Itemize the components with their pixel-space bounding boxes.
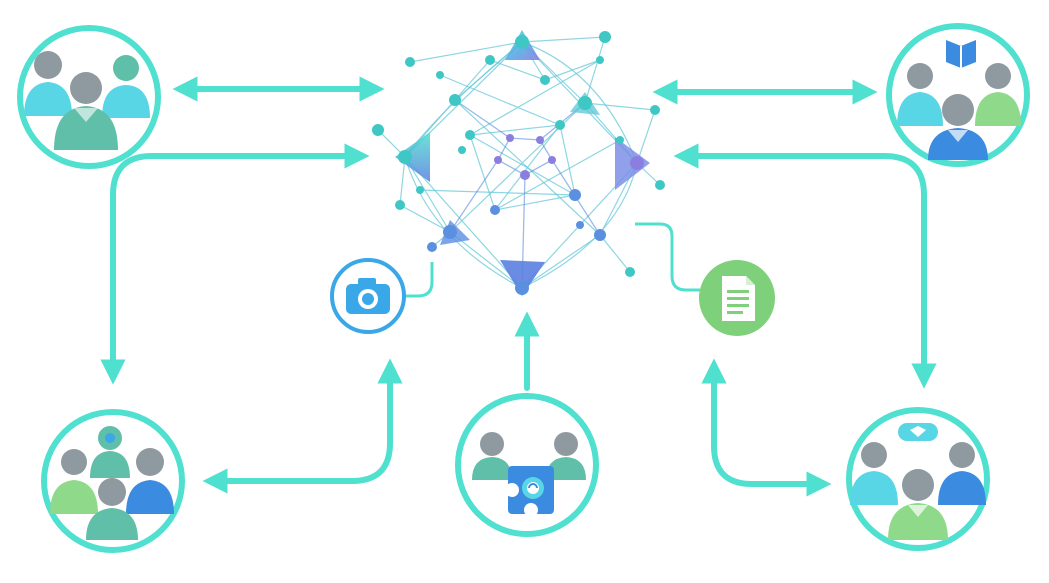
arrow-hub-bottom-right bbox=[673, 143, 937, 389]
group-top-right bbox=[886, 23, 1030, 167]
user-group-with-presentation-icon bbox=[850, 423, 986, 540]
group-bottom-left bbox=[41, 409, 185, 553]
group-bottom-center bbox=[455, 393, 599, 537]
camera-icon bbox=[346, 278, 390, 314]
camera-badge bbox=[330, 258, 406, 334]
group-top-left bbox=[17, 25, 161, 169]
document-badge bbox=[699, 260, 775, 336]
group-bottom-right bbox=[846, 407, 990, 551]
arrow-hub-bottom-left bbox=[100, 143, 370, 385]
document-icon bbox=[722, 276, 755, 321]
media-connectors bbox=[405, 222, 700, 298]
arrow-bottom-right-document bbox=[701, 358, 832, 497]
user-group-icon bbox=[24, 51, 150, 150]
arrow-bottom-left-camera bbox=[202, 358, 403, 494]
user-group-with-book-icon bbox=[897, 40, 1021, 160]
connections bbox=[100, 76, 937, 497]
hub-nodes bbox=[372, 31, 665, 295]
user-group-icon bbox=[50, 426, 174, 540]
neural-network-hub-icon bbox=[372, 30, 665, 296]
user-pair-with-puzzle-icon bbox=[472, 432, 586, 517]
